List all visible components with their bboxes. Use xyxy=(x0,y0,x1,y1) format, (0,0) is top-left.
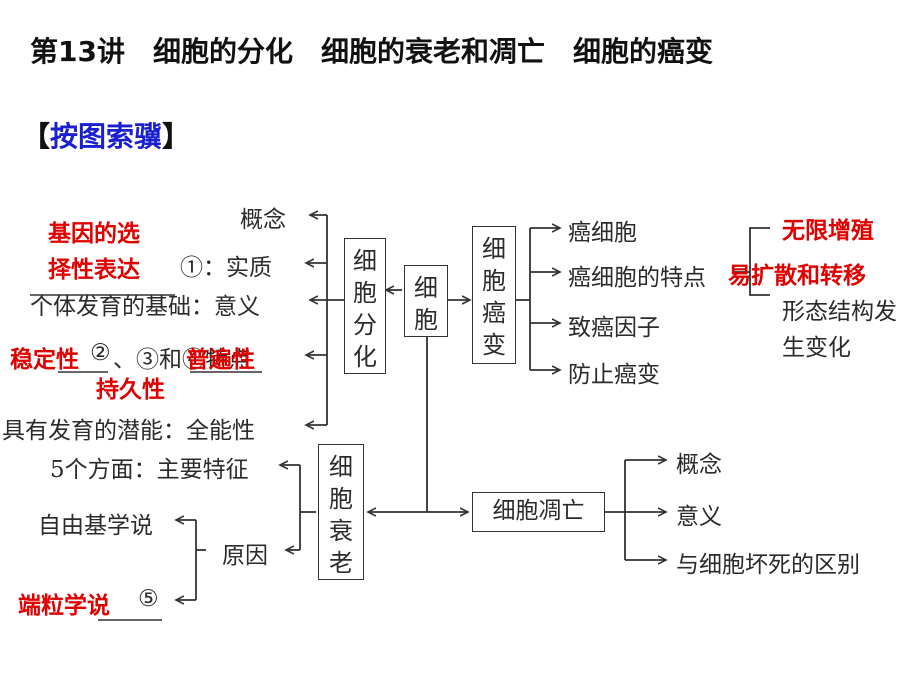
page-title: 第13讲 细胞的分化 细胞的衰老和凋亡 细胞的癌变 xyxy=(30,35,713,68)
diff-essence: ①：实质 xyxy=(180,255,272,281)
section-heading: 【按图索骥】 xyxy=(22,115,190,155)
cancer-cell: 癌细胞 xyxy=(568,220,637,246)
answer-1-line1: 基因的选 xyxy=(48,221,140,247)
differentiation-box: 细胞分化 xyxy=(344,238,386,374)
cancer-morph-line1: 形态结构发 xyxy=(782,299,897,325)
aging-box: 细胞衰老 xyxy=(318,444,364,580)
answer-3: 普遍性 xyxy=(186,347,255,373)
bracket-open: 【 xyxy=(22,120,51,153)
cancer-features: 癌细胞的特点 xyxy=(568,265,706,291)
aging-aspects: 5个方面：主要特征 xyxy=(50,457,249,483)
bracket-close: 】 xyxy=(162,120,191,153)
answer-2: 稳定性 xyxy=(10,347,79,373)
aging-cause: 原因 xyxy=(222,543,268,569)
diff-meaning: 个体发育的基础：意义 xyxy=(30,294,260,320)
cell-center-box: 细胞 xyxy=(404,265,448,337)
answer-5: 端粒学说 xyxy=(18,593,110,619)
diff-features-prefix: ② xyxy=(90,340,111,366)
section-label: 按图索骥 xyxy=(50,120,163,153)
apoptosis-box: 细胞凋亡 xyxy=(472,492,605,532)
answer-unlimited-growth: 无限增殖 xyxy=(782,218,874,244)
cancer-factors: 致癌因子 xyxy=(568,315,660,341)
aging-telomere-marker: ⑤ xyxy=(138,586,159,612)
cancer-morph-line2: 生变化 xyxy=(782,335,851,361)
answer-4: 持久性 xyxy=(96,377,165,403)
diff-concept: 概念 xyxy=(240,207,286,233)
answer-1-line2: 择性表达 xyxy=(48,257,140,283)
diff-features: 、③和④特点 xyxy=(113,347,251,373)
cancer-box: 细胞癌变 xyxy=(472,226,516,364)
diff-totipotency: 具有发育的潜能：全能性 xyxy=(2,418,255,444)
aging-free-radical: 自由基学说 xyxy=(38,513,153,539)
answer-spread: 易扩散和转移 xyxy=(728,263,866,289)
apoptosis-difference: 与细胞坏死的区别 xyxy=(676,552,860,578)
apoptosis-meaning: 意义 xyxy=(676,504,722,530)
cancer-prevention: 防止癌变 xyxy=(568,362,660,388)
apoptosis-concept: 概念 xyxy=(676,452,722,478)
